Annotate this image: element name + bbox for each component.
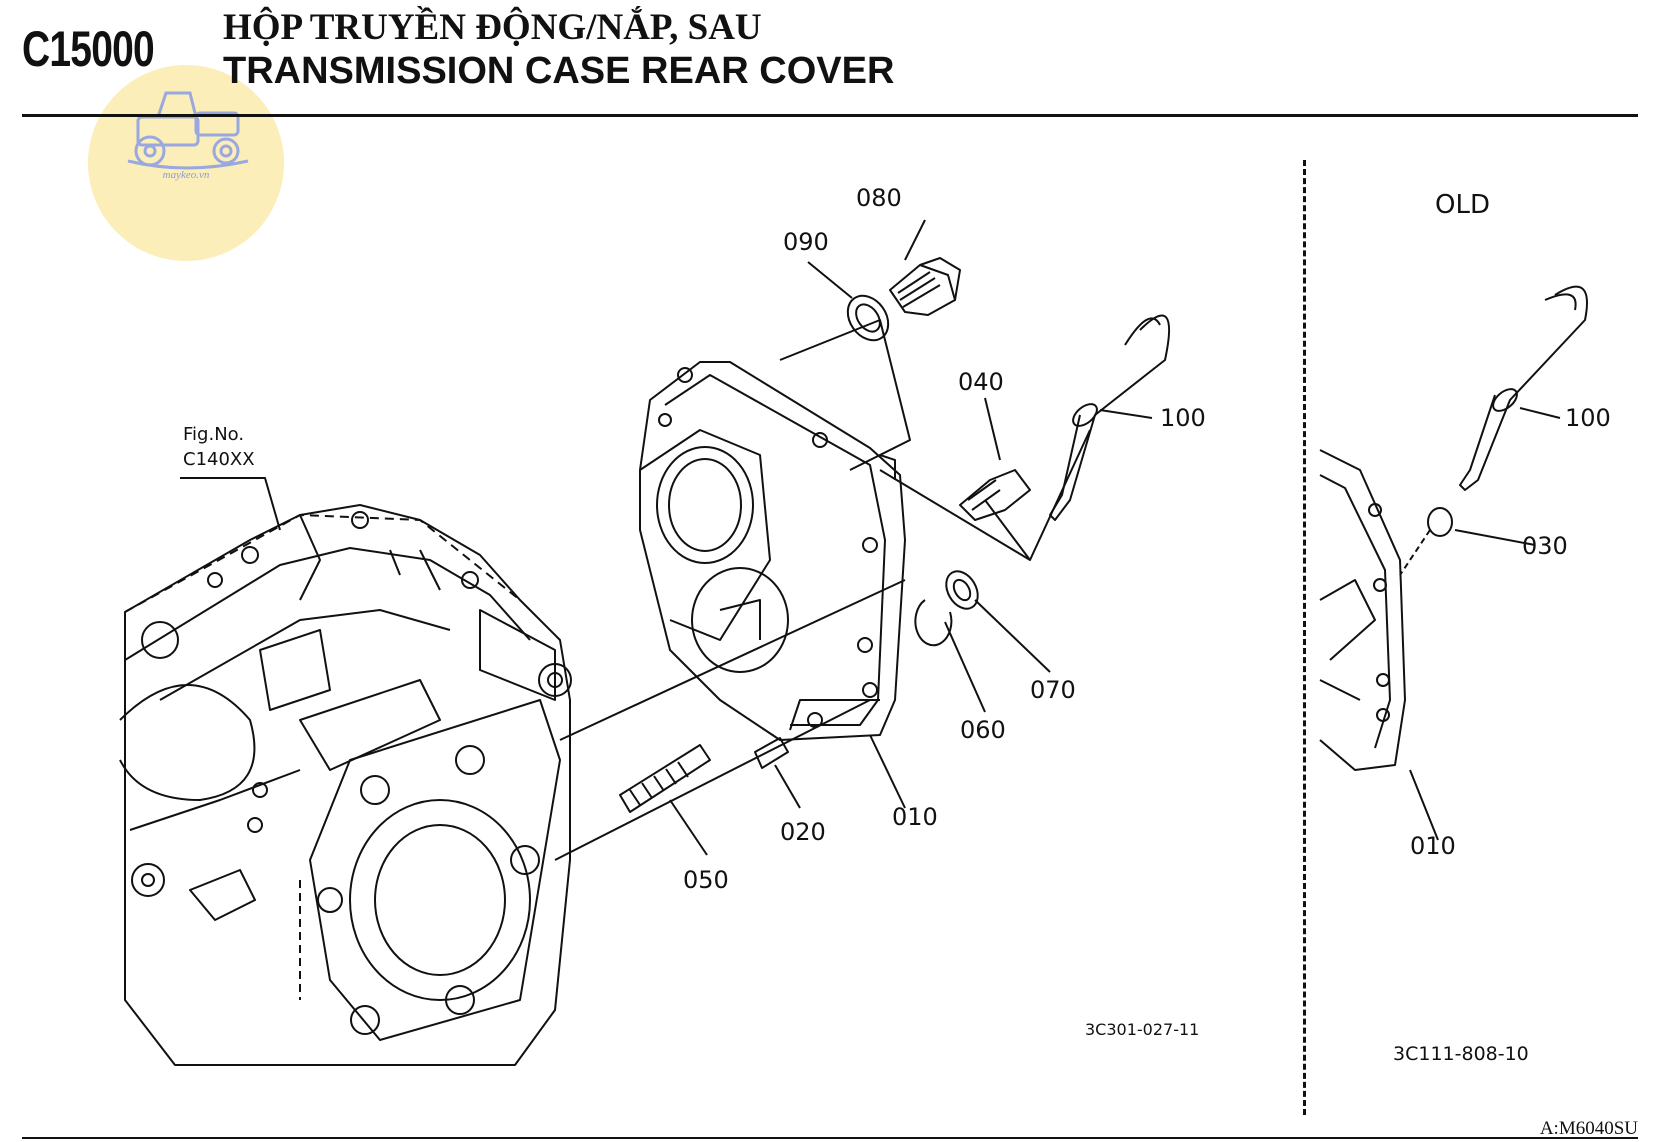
callout-010: 010 xyxy=(892,803,938,831)
callout-080: 080 xyxy=(856,184,902,212)
callout-070: 070 xyxy=(1030,676,1076,704)
section-code: C15000 xyxy=(22,21,155,77)
old-label: OLD xyxy=(1435,190,1490,220)
callout-050: 050 xyxy=(683,866,729,894)
old-variant-drawing xyxy=(1319,285,1588,841)
stud-050-shape xyxy=(619,744,711,813)
callout-060: 060 xyxy=(960,716,1006,744)
plug-040-shape xyxy=(959,469,1031,521)
footer-rule xyxy=(22,1137,1638,1139)
pin-020-shape xyxy=(754,737,789,769)
figure-reference-line2: C140XX xyxy=(183,449,255,470)
old-callout-010: 010 xyxy=(1410,832,1456,860)
plug-080-shape xyxy=(889,264,956,316)
watermark-logo: maykeo.vn xyxy=(88,65,284,261)
figure-reference-line1: Fig.No. xyxy=(183,424,245,445)
header-rule xyxy=(22,114,1638,117)
title-vietnamese: HỘP TRUYỀN ĐỘNG/NẮP, SAU xyxy=(223,7,762,48)
rear-cover-drawing xyxy=(639,361,906,741)
old-callout-100: 100 xyxy=(1565,404,1611,432)
transmission-case-drawing xyxy=(119,504,572,1066)
callout-020: 020 xyxy=(780,818,826,846)
callout-090: 090 xyxy=(783,228,829,256)
seal-090-shape xyxy=(846,294,890,342)
callout-040: 040 xyxy=(958,368,1004,396)
old-callout-030: 030 xyxy=(1522,532,1568,560)
tractor-icon xyxy=(127,91,249,170)
drawing-code-old: 3C111-808-10 xyxy=(1393,1043,1529,1065)
bushing-070-shape xyxy=(945,570,979,610)
footer-reference: A:M6040SU xyxy=(1539,1118,1638,1139)
callout-100: 100 xyxy=(1160,404,1206,432)
figure-reference: Fig.No. C140XX xyxy=(183,422,255,472)
variant-separator xyxy=(1303,160,1306,1115)
drawing-code-main: 3C301-027-11 xyxy=(1085,1020,1200,1039)
snap-ring-060-shape xyxy=(914,599,953,647)
title-english: TRANSMISSION CASE REAR COVER xyxy=(223,50,895,92)
watermark-text: maykeo.vn xyxy=(162,169,210,181)
